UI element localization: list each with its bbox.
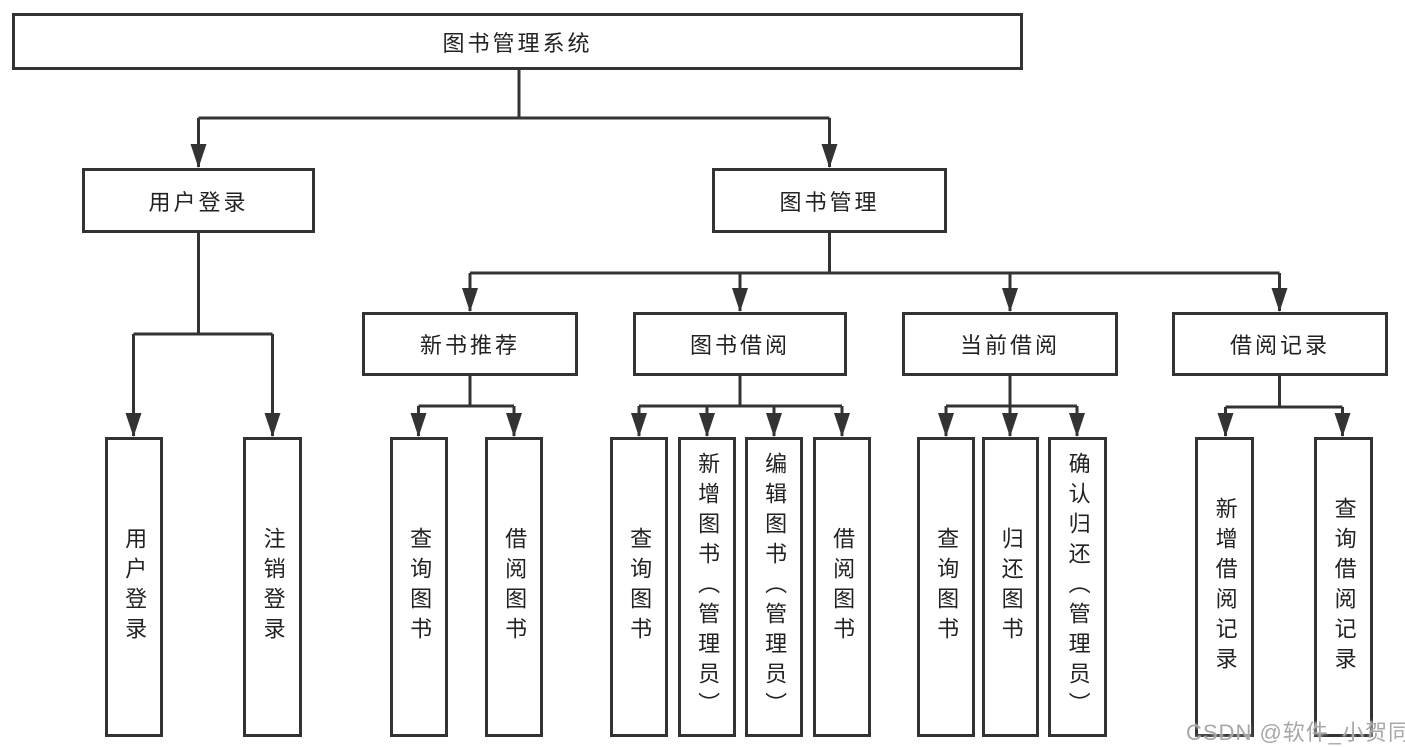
leaf-borrow-edit-books-admin: 编辑图书（管理员） bbox=[745, 437, 803, 737]
node-new-book-recommend: 新书推荐 bbox=[362, 312, 578, 376]
leaf-records-query-record: 查询借阅记录 bbox=[1314, 437, 1373, 737]
leaf-current-return-books: 归还图书 bbox=[982, 437, 1039, 737]
node-borrowing-records: 借阅记录 bbox=[1172, 312, 1388, 376]
node-new-book-recommend-label: 新书推荐 bbox=[419, 333, 520, 358]
leaf-borrow-edit-books-admin-label: 编辑图书（管理员） bbox=[762, 452, 788, 722]
node-borrowing-records-label: 借阅记录 bbox=[1229, 333, 1330, 358]
node-user-login: 用户登录 bbox=[82, 168, 315, 233]
leaf-newbook-query-books: 查询图书 bbox=[390, 437, 448, 737]
leaf-current-confirm-return-admin: 确认归还（管理员） bbox=[1048, 437, 1107, 737]
leaf-borrow-borrow-books-label: 借阅图书 bbox=[830, 527, 856, 647]
leaf-logout: 注销登录 bbox=[243, 437, 302, 737]
leaf-borrow-query-books-label: 查询图书 bbox=[627, 527, 653, 647]
leaf-logout-label: 注销登录 bbox=[260, 527, 286, 647]
node-book-management: 图书管理 bbox=[712, 168, 947, 233]
leaf-newbook-borrow-books-label: 借阅图书 bbox=[502, 527, 528, 647]
node-book-borrowing: 图书借阅 bbox=[633, 312, 847, 376]
leaf-current-query-books: 查询图书 bbox=[917, 437, 975, 737]
leaf-borrow-query-books: 查询图书 bbox=[610, 437, 668, 737]
leaf-user-login: 用户登录 bbox=[105, 437, 163, 737]
leaf-newbook-query-books-label: 查询图书 bbox=[407, 527, 433, 647]
leaf-user-login-label: 用户登录 bbox=[122, 527, 148, 647]
node-user-login-label: 用户登录 bbox=[148, 189, 249, 215]
leaf-current-query-books-label: 查询图书 bbox=[934, 527, 960, 647]
node-library-system-label: 图书管理系统 bbox=[442, 30, 593, 56]
leaf-newbook-borrow-books: 借阅图书 bbox=[485, 437, 543, 737]
leaf-records-query-record-label: 查询借阅记录 bbox=[1331, 497, 1357, 677]
node-current-borrowing-label: 当前借阅 bbox=[959, 333, 1060, 358]
leaf-borrow-add-books-admin-label: 新增图书（管理员） bbox=[695, 452, 721, 722]
node-book-borrowing-label: 图书借阅 bbox=[689, 333, 790, 358]
node-book-management-label: 图书管理 bbox=[779, 189, 880, 215]
node-library-system: 图书管理系统 bbox=[12, 13, 1023, 70]
leaf-borrow-add-books-admin: 新增图书（管理员） bbox=[678, 437, 736, 737]
node-current-borrowing: 当前借阅 bbox=[902, 312, 1118, 376]
leaf-borrow-borrow-books: 借阅图书 bbox=[813, 437, 871, 737]
leaf-current-return-books-label: 归还图书 bbox=[998, 527, 1024, 647]
leaf-records-add-record: 新增借阅记录 bbox=[1195, 437, 1254, 737]
watermark: CSDN @软件_小贺同学 bbox=[1186, 720, 1405, 745]
leaf-current-confirm-return-admin-label: 确认归还（管理员） bbox=[1065, 452, 1091, 722]
leaf-records-add-record-label: 新增借阅记录 bbox=[1212, 497, 1238, 677]
